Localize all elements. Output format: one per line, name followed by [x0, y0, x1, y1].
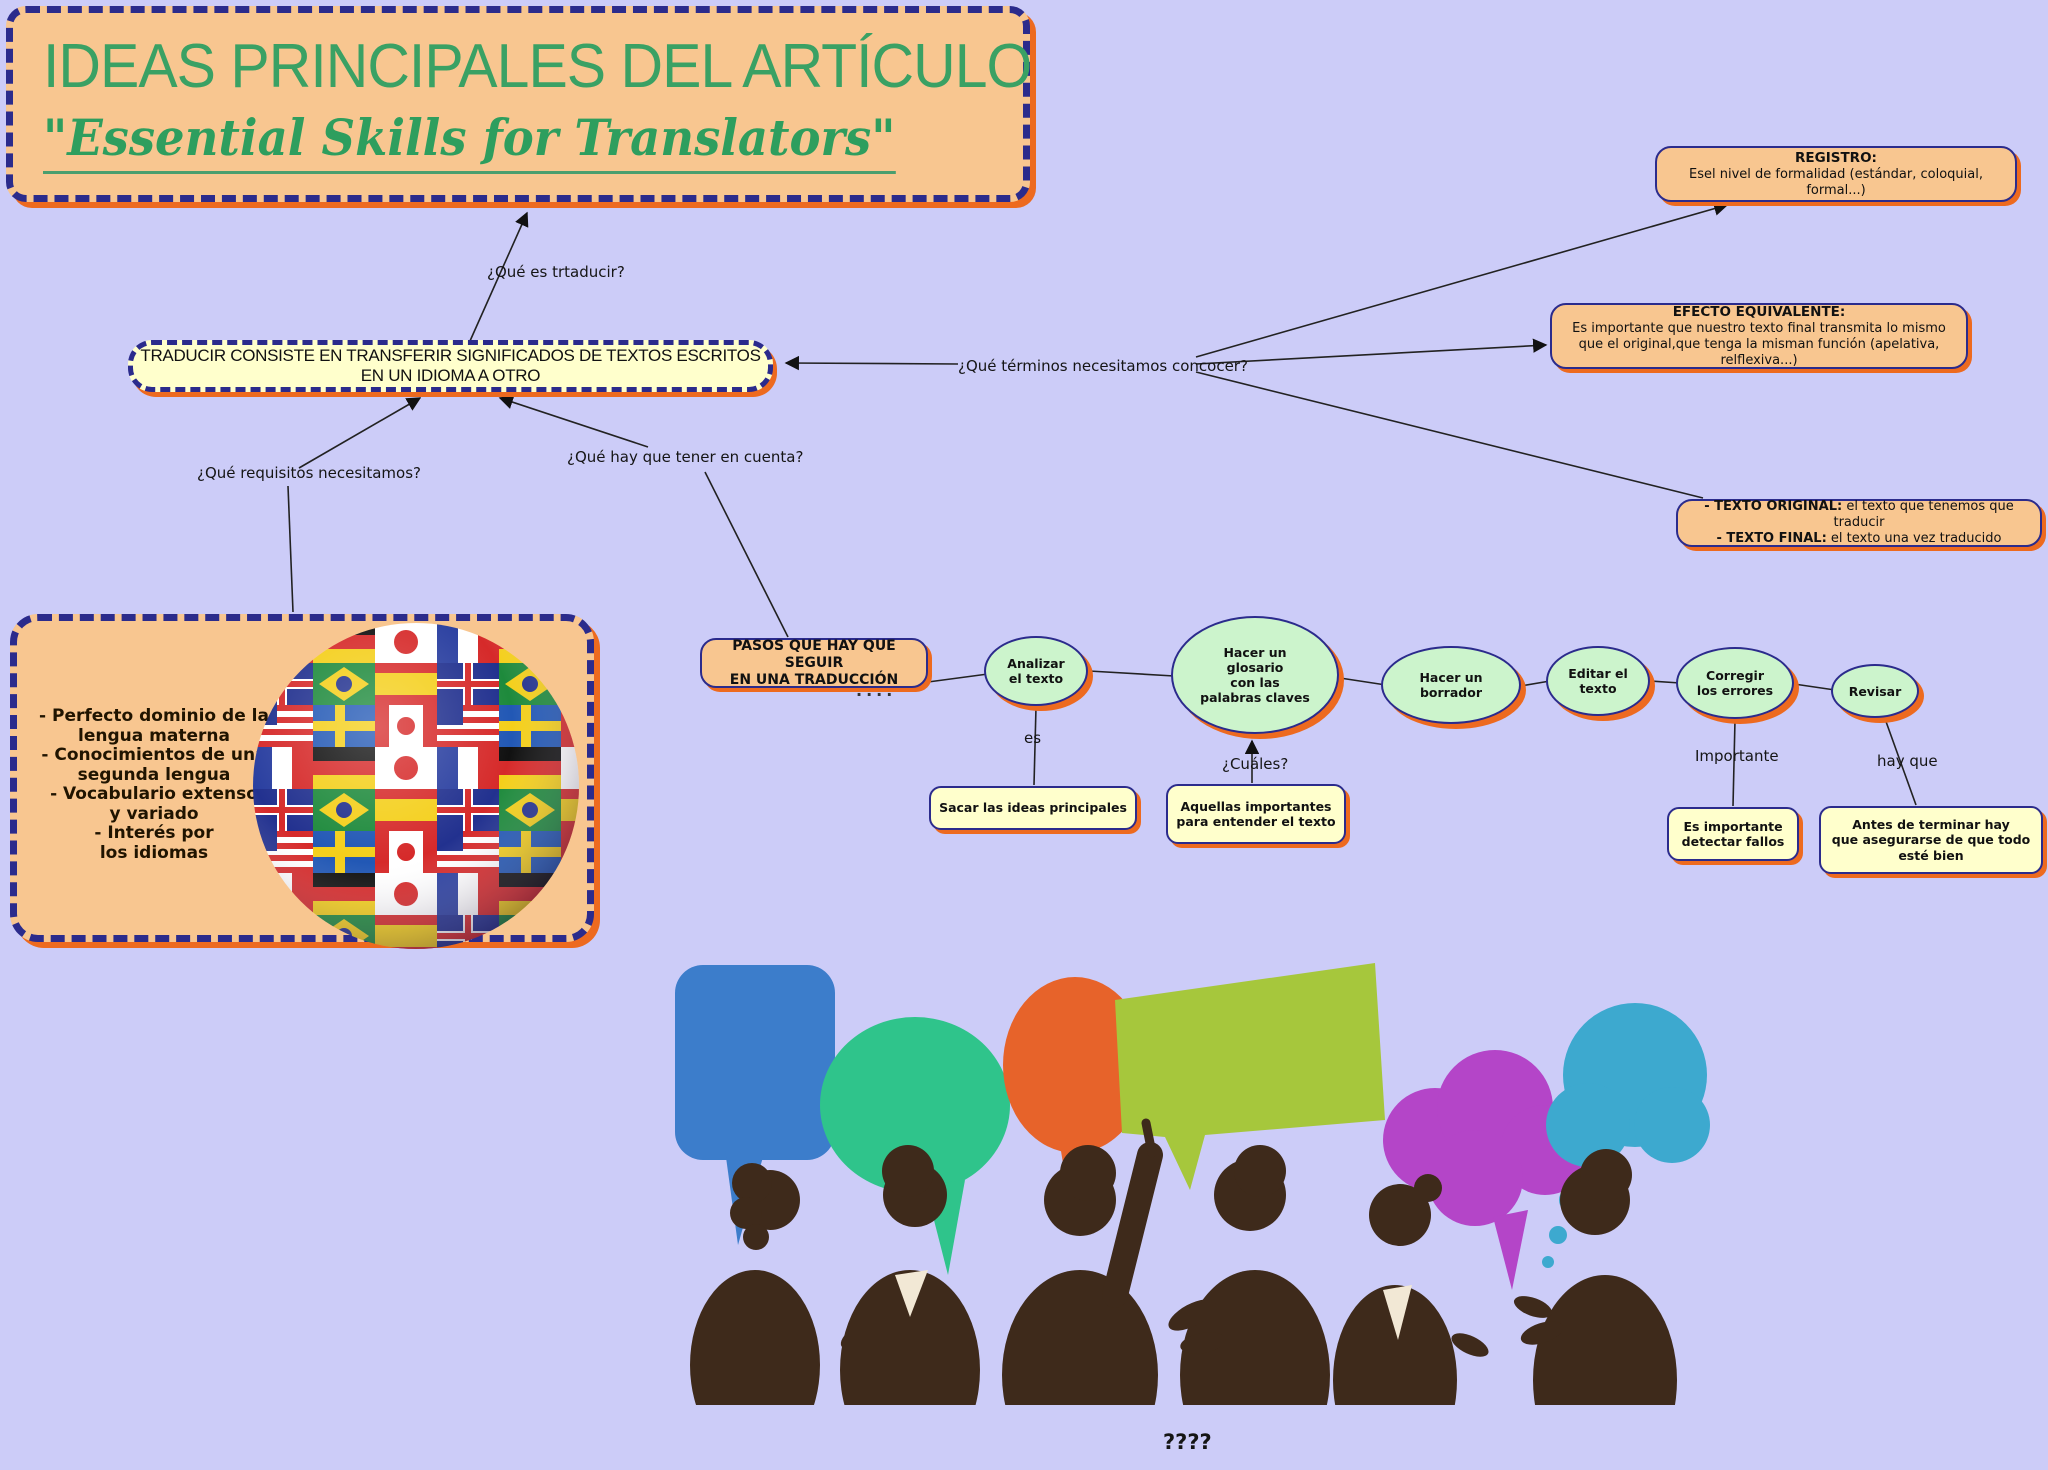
- step-analizar[interactable]: Analizar el texto: [984, 636, 1088, 706]
- label-que-terminos: ¿Qué términos necesitamos concocer?: [958, 357, 1248, 375]
- node-traducir-definicion[interactable]: TRADUCIR CONSISTE EN TRANSFERIR SIGNIFIC…: [128, 340, 773, 392]
- texto-original-line: - TEXTO ORIGINAL: el texto que tenemos q…: [1704, 499, 2014, 530]
- title-line1: IDEAS PRINCIPALES DEL ARTÍCULO: [43, 32, 1032, 101]
- step-editar[interactable]: Editar el texto: [1546, 646, 1650, 716]
- label-que-requisitos: ¿Qué requisitos necesitamos?: [197, 464, 421, 482]
- person-3-raised-hand: [1002, 1118, 1163, 1405]
- label-dots: ....: [856, 681, 897, 700]
- pasos-text: PASOS QUE HAY QUE SEGUIR EN UNA TRADUCCI…: [729, 637, 899, 688]
- node-registro[interactable]: REGISTRO: Esel nivel de formalidad (está…: [1655, 146, 2017, 202]
- node-pasos[interactable]: PASOS QUE HAY QUE SEGUIR EN UNA TRADUCCI…: [700, 638, 928, 688]
- label-hay-que: hay que: [1877, 752, 1938, 770]
- efecto-body: Es importante que nuestro texto final tr…: [1572, 320, 1946, 368]
- person-4: [1168, 1145, 1330, 1405]
- title-line2: "Essential Skills for Translators": [43, 108, 896, 174]
- label-question-marks: ????: [1163, 1430, 1212, 1454]
- label-importante: Importante: [1695, 747, 1779, 765]
- texto-final-line: - TEXTO FINAL: el texto una vez traducid…: [1716, 531, 2002, 546]
- speech-bubble-yellowgreen: [1115, 963, 1385, 1190]
- node-efecto-equivalente[interactable]: EFECTO EQUIVALENTE: Es importante que nu…: [1550, 303, 1968, 369]
- registro-body: Esel nivel de formalidad (estándar, colo…: [1689, 166, 1983, 198]
- people-talking-illustration: [675, 963, 1710, 1405]
- efecto-title: EFECTO EQUIVALENTE:: [1672, 303, 1846, 320]
- requisitos-list: - Perfecto dominio de la lengua materna …: [39, 706, 269, 863]
- label-cuales: ¿Cuáles?: [1222, 755, 1289, 773]
- person-2: [840, 1145, 980, 1405]
- person-5-bun: [1333, 1174, 1489, 1405]
- title-panel[interactable]: IDEAS PRINCIPALES DEL ARTÍCULO "Essentia…: [6, 6, 1032, 202]
- label-que-es-traducir: ¿Qué es trtaducir?: [487, 263, 625, 281]
- label-que-hay-que-tener: ¿Qué hay que tener en cuenta?: [567, 448, 804, 466]
- speech-bubble-purple-cloud: [1383, 1050, 1590, 1290]
- leaf-antes-de-terminar[interactable]: Antes de terminar hay que asegurarse de …: [1819, 806, 2043, 874]
- leaf-aquellas-importantes[interactable]: Aquellas importantes para entender el te…: [1166, 784, 1346, 844]
- person-6: [1513, 1149, 1677, 1405]
- registro-title: REGISTRO:: [1795, 149, 1877, 166]
- label-es: es: [1024, 729, 1042, 747]
- step-glosario[interactable]: Hacer un glosario con las palabras clave…: [1171, 616, 1339, 734]
- thought-bubble-teal: [1542, 1003, 1710, 1268]
- leaf-detectar-fallos[interactable]: Es importante detectar fallos: [1667, 807, 1799, 861]
- node-texto-original-final[interactable]: - TEXTO ORIGINAL: el texto que tenemos q…: [1676, 499, 2042, 547]
- flags-globe: [253, 623, 579, 949]
- leaf-sacar-ideas[interactable]: Sacar las ideas principales: [929, 786, 1137, 830]
- step-revisar[interactable]: Revisar: [1831, 664, 1919, 718]
- people-silhouettes: [690, 1118, 1677, 1405]
- step-borrador[interactable]: Hacer un borrador: [1381, 646, 1521, 724]
- step-corregir[interactable]: Corregir los errores: [1676, 647, 1794, 719]
- traducir-text: TRADUCIR CONSISTE EN TRANSFERIR SIGNIFIC…: [140, 346, 761, 385]
